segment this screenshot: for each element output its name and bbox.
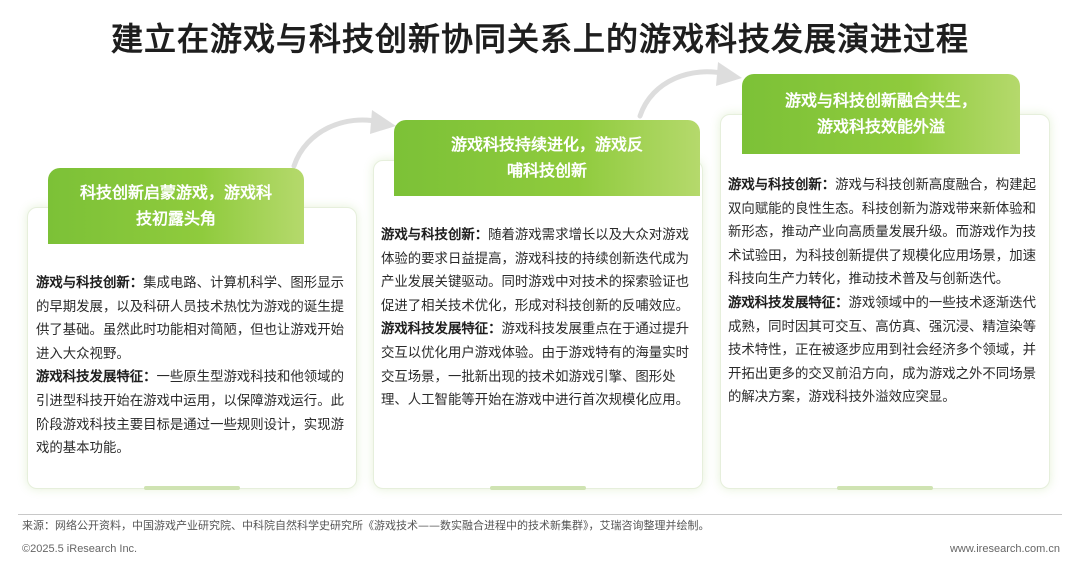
innovation-relation-paragraph: 游戏与科技创新：随着游戏需求增长以及大众对游戏体验的要求日益提高，游戏科技的持续… [381,224,693,318]
development-feature-paragraph: 游戏科技发展特征：一些原生型游戏科技和他领域的引进型科技开始在游戏中运用，以保障… [36,366,348,460]
development-feature-label: 游戏科技发展特征： [36,370,157,386]
progression-arrow-2 [637,62,742,119]
card-bottom-bar [837,486,933,490]
innovation-relation-label: 游戏与科技创新： [36,276,144,291]
development-feature-text: 一些原生型游戏科技和他领域的引进型科技开始在游戏中运用，以保障游戏运行。此阶段游… [36,370,344,457]
stage-banner-line: 技初露头角 [135,209,216,228]
innovation-relation-paragraph: 游戏与科技创新：游戏与科技创新高度融合，构建起双向赋能的良性生态。科技创新为游戏… [728,174,1042,292]
card-bottom-bar [144,486,240,490]
stage-banner-2: 游戏科技持续进化，游戏反 哺科技创新 [394,120,700,196]
innovation-relation-label: 游戏与科技创新： [381,228,489,243]
development-feature-text: 游戏科技发展重点在于通过提升交互以优化用户游戏体验。由于游戏特有的海量实时交互场… [381,322,689,409]
website-link[interactable]: www.iresearch.com.cn [949,543,1060,555]
stage-body-3: 游戏与科技创新：游戏与科技创新高度融合，构建起双向赋能的良性生态。科技创新为游戏… [728,174,1042,410]
innovation-relation-text: 游戏与科技创新高度融合，构建起双向赋能的良性生态。科技创新为游戏带来新体验和新形… [728,178,1036,288]
stage-body-2: 游戏与科技创新：随着游戏需求增长以及大众对游戏体验的要求日益提高，游戏科技的持续… [381,224,693,413]
stage-card-3 [720,114,1050,490]
innovation-relation-paragraph: 游戏与科技创新：集成电路、计算机科学、图形显示的早期发展，以及科研人员技术热忱为… [36,272,348,366]
development-feature-label: 游戏科技发展特征： [728,295,849,311]
progression-arrow-1 [291,110,396,169]
stage-body-1: 游戏与科技创新：集成电路、计算机科学、图形显示的早期发展，以及科研人员技术热忱为… [36,272,348,461]
development-feature-paragraph: 游戏科技发展特征：游戏科技发展重点在于通过提升交互以优化用户游戏体验。由于游戏特… [381,318,693,412]
stage-banner-1: 科技创新启蒙游戏，游戏科 技初露头角 [48,168,304,244]
stage-banner-line: 游戏科技持续进化，游戏反 [450,135,643,154]
stage-banner-line: 游戏科技效能外溢 [816,117,945,136]
innovation-relation-text: 随着游戏需求增长以及大众对游戏体验的要求日益提高，游戏科技的持续创新迭代成为产业… [381,228,689,314]
card-bottom-bar [490,486,586,490]
page-title: 建立在游戏与科技创新协同关系上的游戏科技发展演进过程 [110,20,969,58]
stage-banner-line: 游戏与科技创新融合共生， [784,91,977,110]
development-feature-label: 游戏科技发展特征： [381,322,502,338]
development-feature-text: 游戏领域中的一些技术逐渐迭代成熟，同时因其可交互、高仿真、强沉浸、精渲染等技术特… [728,295,1036,406]
source-note: 来源：网络公开资料，中国游戏产业研究院、中科院自然科学史研究所《游戏技术——数实… [22,519,710,532]
stage-banner-3: 游戏与科技创新融合共生， 游戏科技效能外溢 [742,74,1020,154]
copyright: ©2025.5 iResearch Inc. [22,543,138,555]
development-feature-paragraph: 游戏科技发展特征：游戏领域中的一些技术逐渐迭代成熟，同时因其可交互、高仿真、强沉… [728,292,1042,410]
innovation-relation-text: 集成电路、计算机科学、图形显示的早期发展，以及科研人员技术热忱为游戏的诞生提供了… [36,276,344,362]
stage-card-1 [27,207,357,490]
stage-banner-line: 哺科技创新 [506,161,587,180]
stage-card-2 [373,160,703,490]
innovation-relation-label: 游戏与科技创新： [728,178,836,193]
stage-banner-line: 科技创新启蒙游戏，游戏科 [79,183,272,202]
footer-divider [18,514,1062,515]
